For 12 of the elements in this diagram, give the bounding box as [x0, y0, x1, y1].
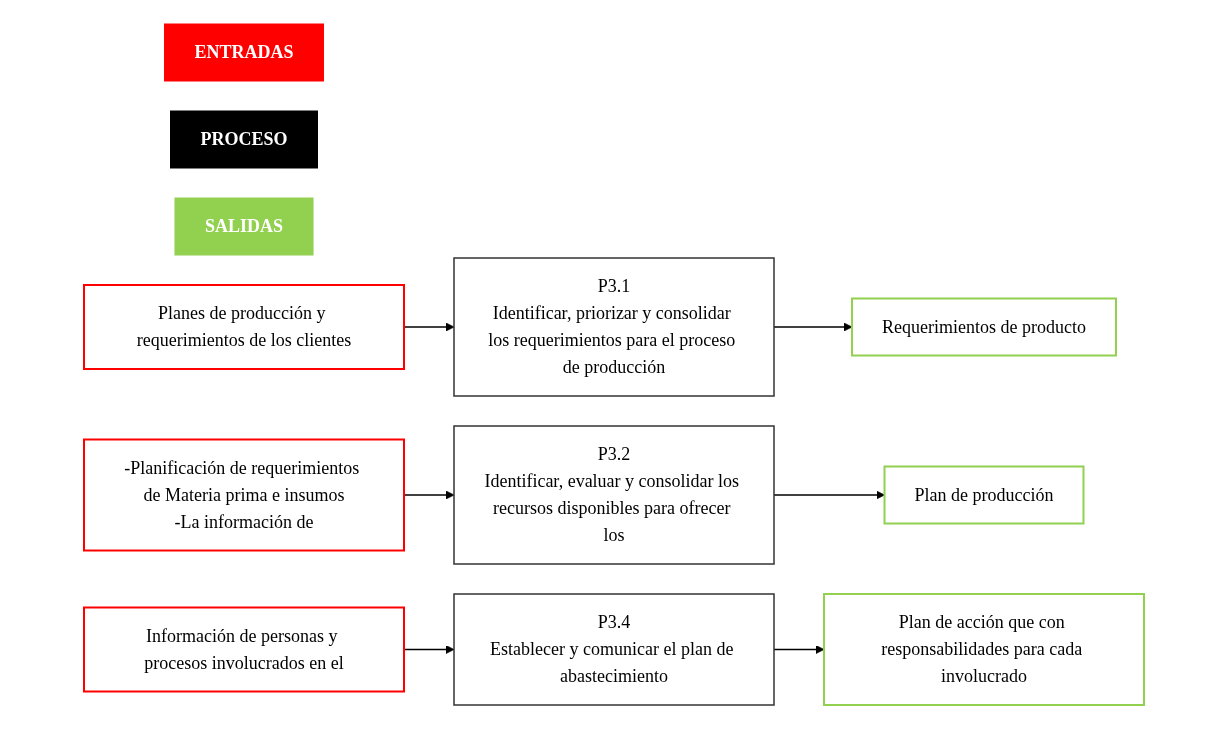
node-box: Plan de acción que con responsabilidades para cada involucrado	[822, 593, 1145, 706]
node-box: Planes de producción y requerimientos de los clientes	[82, 284, 405, 370]
node-box: ENTRADAS	[163, 23, 324, 82]
node-box: Requerimientos de producto	[850, 297, 1117, 357]
node-box: Información de personas y procesos involucrados en el	[82, 606, 405, 693]
node-box: -Planificación de requerimientos de Materia prima e insumos -La información de	[82, 438, 405, 552]
node-box: Plan de producción	[883, 465, 1084, 525]
node-box: P3.4 Establecer y comunicar el plan de abastecimiento	[452, 593, 775, 706]
node-box: P3.1 Identificar, priorizar y consolidar los requerimientos para el proceso de producción	[452, 257, 775, 397]
node-box: PROCESO	[169, 110, 318, 169]
node-box: P3.2 Identificar, evaluar y consolidar los recursos disponibles para ofrecer los	[452, 425, 775, 565]
node-box: SALIDAS	[174, 197, 313, 256]
